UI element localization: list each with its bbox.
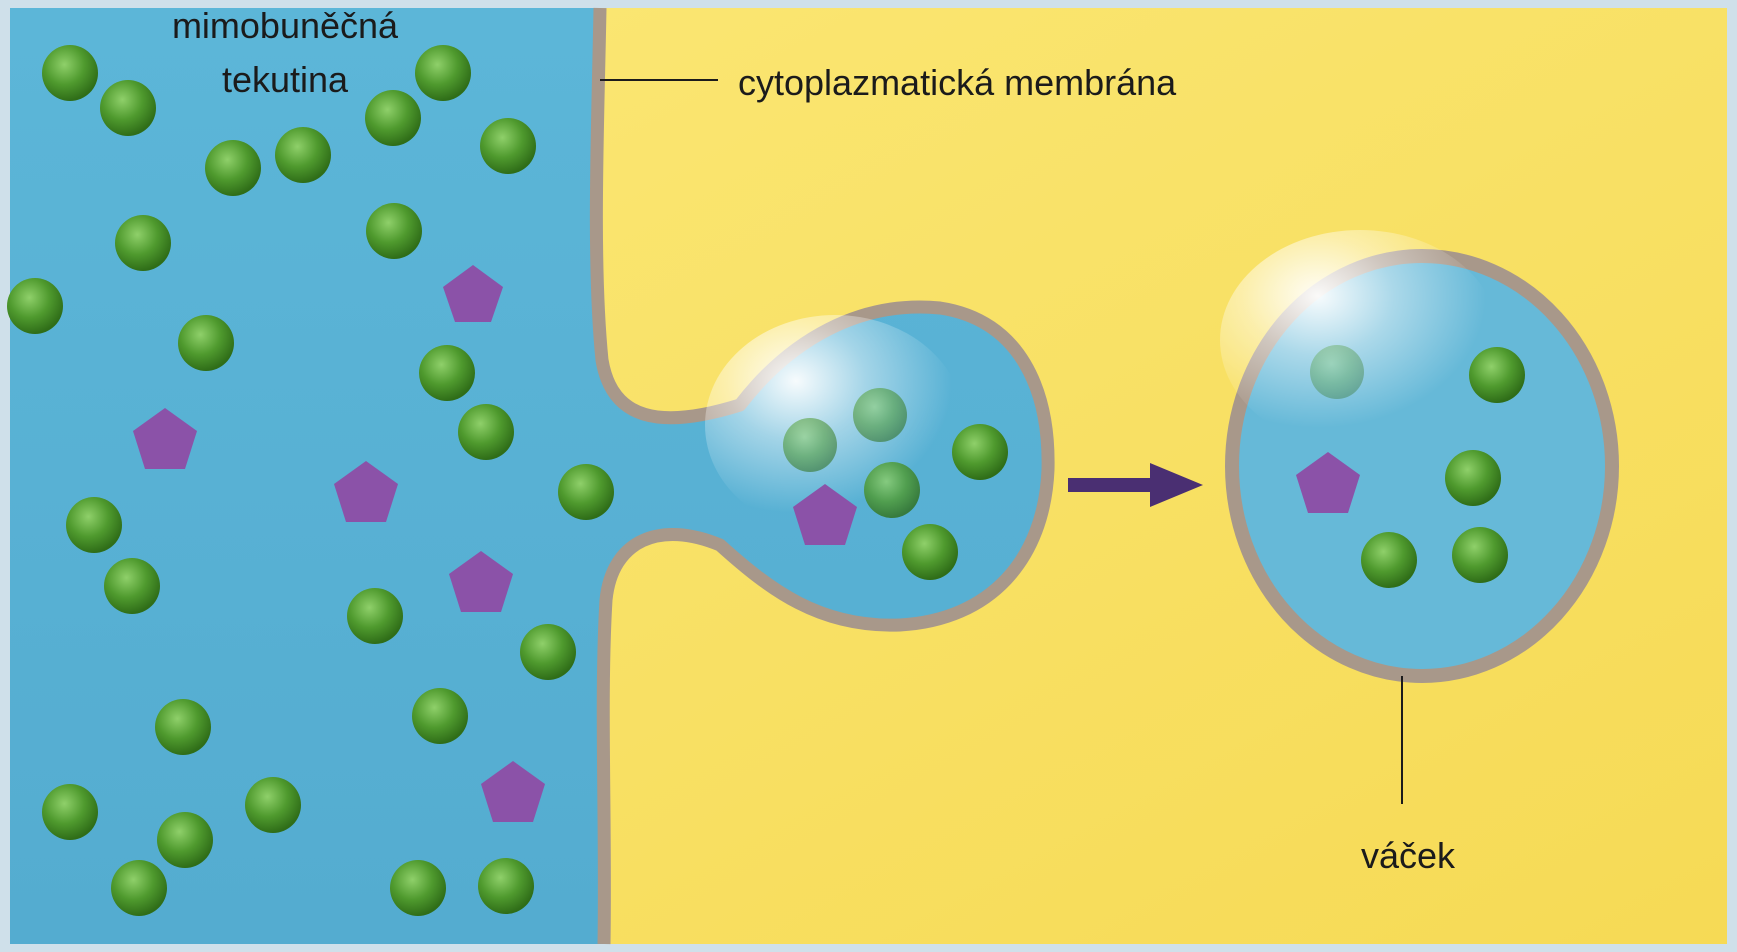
green-sphere-icon: [275, 127, 331, 183]
green-sphere-icon: [115, 215, 171, 271]
green-sphere-icon: [66, 497, 122, 553]
extracellular-fluid-label-line1: mimobuněčná: [172, 5, 399, 46]
green-sphere-icon: [366, 203, 422, 259]
vesicle-highlight: [1220, 230, 1500, 450]
green-sphere-icon: [1361, 532, 1417, 588]
green-sphere-icon: [412, 688, 468, 744]
green-sphere-icon: [902, 524, 958, 580]
green-sphere-icon: [1452, 527, 1508, 583]
green-sphere-icon: [104, 558, 160, 614]
green-sphere-icon: [1310, 345, 1364, 399]
membrane-label: cytoplazmatická membrána: [738, 62, 1177, 103]
green-sphere-icon: [178, 315, 234, 371]
extracellular-fluid-label-line2: tekutina: [222, 59, 349, 100]
green-sphere-icon: [419, 345, 475, 401]
green-sphere-icon: [155, 699, 211, 755]
green-sphere-icon: [100, 80, 156, 136]
green-sphere-icon: [205, 140, 261, 196]
green-sphere-icon: [42, 45, 98, 101]
green-sphere-icon: [245, 777, 301, 833]
green-sphere-icon: [111, 860, 167, 916]
green-sphere-icon: [1445, 450, 1501, 506]
vesicle-label: váček: [1361, 835, 1456, 876]
green-sphere-icon: [864, 462, 920, 518]
green-sphere-icon: [458, 404, 514, 460]
green-sphere-icon: [42, 784, 98, 840]
green-sphere-icon: [347, 588, 403, 644]
green-sphere-icon: [558, 464, 614, 520]
green-sphere-icon: [157, 812, 213, 868]
green-sphere-icon: [853, 388, 907, 442]
green-sphere-icon: [480, 118, 536, 174]
green-sphere-icon: [7, 278, 63, 334]
green-sphere-icon: [952, 424, 1008, 480]
green-sphere-icon: [478, 858, 534, 914]
green-sphere-icon: [520, 624, 576, 680]
green-sphere-icon: [415, 45, 471, 101]
green-sphere-icon: [1469, 347, 1525, 403]
green-sphere-icon: [365, 90, 421, 146]
green-sphere-icon: [783, 418, 837, 472]
green-sphere-icon: [390, 860, 446, 916]
